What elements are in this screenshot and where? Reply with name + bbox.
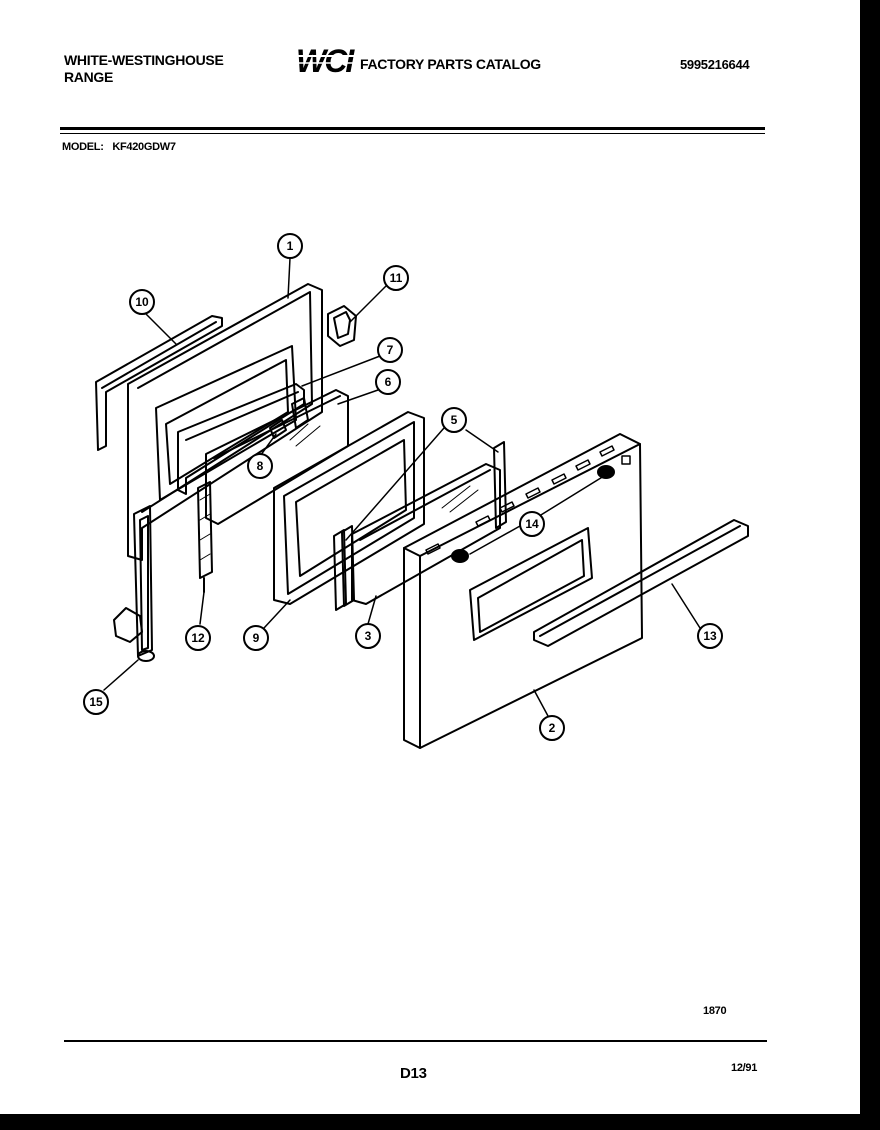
part-3-outer-glass: [351, 463, 501, 605]
callout-3: [355, 623, 381, 649]
callout-2-label: 2: [549, 721, 556, 735]
page-border-right: [860, 0, 880, 1130]
callout-11: [383, 265, 409, 291]
part-10-door-gasket: [95, 315, 223, 451]
part-7-glass-frame: [177, 383, 309, 495]
callout-13: [697, 623, 723, 649]
date-code: 12/91: [731, 1062, 758, 1074]
callout-1-label: 1: [287, 239, 294, 253]
callout-5-label: 5: [451, 413, 458, 427]
model-line: MODEL: KF420GDW7: [62, 141, 176, 153]
logo-text: WCI: [296, 44, 355, 78]
part-11-bracket: [327, 305, 357, 347]
part-13-door-handle: [533, 519, 749, 647]
callout-12: [185, 625, 211, 651]
callout-9-label: 9: [253, 631, 260, 645]
model-value: KF420GDW7: [112, 141, 176, 153]
callout-1: [277, 233, 303, 259]
callouts: [83, 233, 723, 741]
part-9-door-frame: [273, 411, 425, 605]
brand-line-1: WHITE-WESTINGHOUSE: [64, 52, 224, 68]
leader-lines: [103, 257, 701, 717]
part-15-hinge: [113, 505, 155, 662]
callout-10-label: 10: [135, 295, 149, 309]
callout-numbers: 1 2 3 5 6 7 8 9 10 11 12 13 14 15: [89, 239, 717, 735]
callout-8: [247, 453, 273, 479]
callout-14-label: 14: [525, 517, 539, 531]
part-8-clip: [269, 419, 287, 439]
callout-2: [539, 715, 565, 741]
callout-14: [519, 511, 545, 537]
catalog-title: FACTORY PARTS CATALOG: [360, 56, 541, 72]
part-1-door-liner: [127, 283, 323, 561]
header-rule-thin: [60, 133, 765, 134]
wci-logo: WCI: [296, 44, 356, 78]
part-2-outer-door-panel: [403, 433, 643, 749]
callout-8-label: 8: [257, 459, 264, 473]
header-rule-thick: [60, 127, 765, 130]
footer-rule: [64, 1040, 767, 1042]
callout-9: [243, 625, 269, 651]
callout-7-label: 7: [387, 343, 394, 357]
callout-12-label: 12: [191, 631, 205, 645]
callout-6: [375, 369, 401, 395]
callout-15: [83, 689, 109, 715]
callout-10: [129, 289, 155, 315]
part-14-trim-plugs: [451, 465, 615, 563]
brand-header: WHITE-WESTINGHOUSE RANGE: [64, 52, 224, 86]
callout-6-label: 6: [385, 375, 392, 389]
callout-5: [441, 407, 467, 433]
figure-id: 1870: [703, 1005, 727, 1017]
callout-13-label: 13: [703, 629, 717, 643]
brand-line-2: RANGE: [64, 69, 114, 85]
callout-3-label: 3: [365, 629, 372, 643]
callout-11-label: 11: [390, 271, 403, 285]
callout-15-label: 15: [89, 695, 103, 709]
part-12-hinge-arm: [197, 481, 213, 593]
catalog-part-number: 5995216644: [680, 57, 750, 72]
page-border-bottom: [0, 1114, 880, 1130]
page-code: D13: [400, 1065, 427, 1082]
model-label: MODEL:: [62, 141, 104, 153]
callout-7: [377, 337, 403, 363]
